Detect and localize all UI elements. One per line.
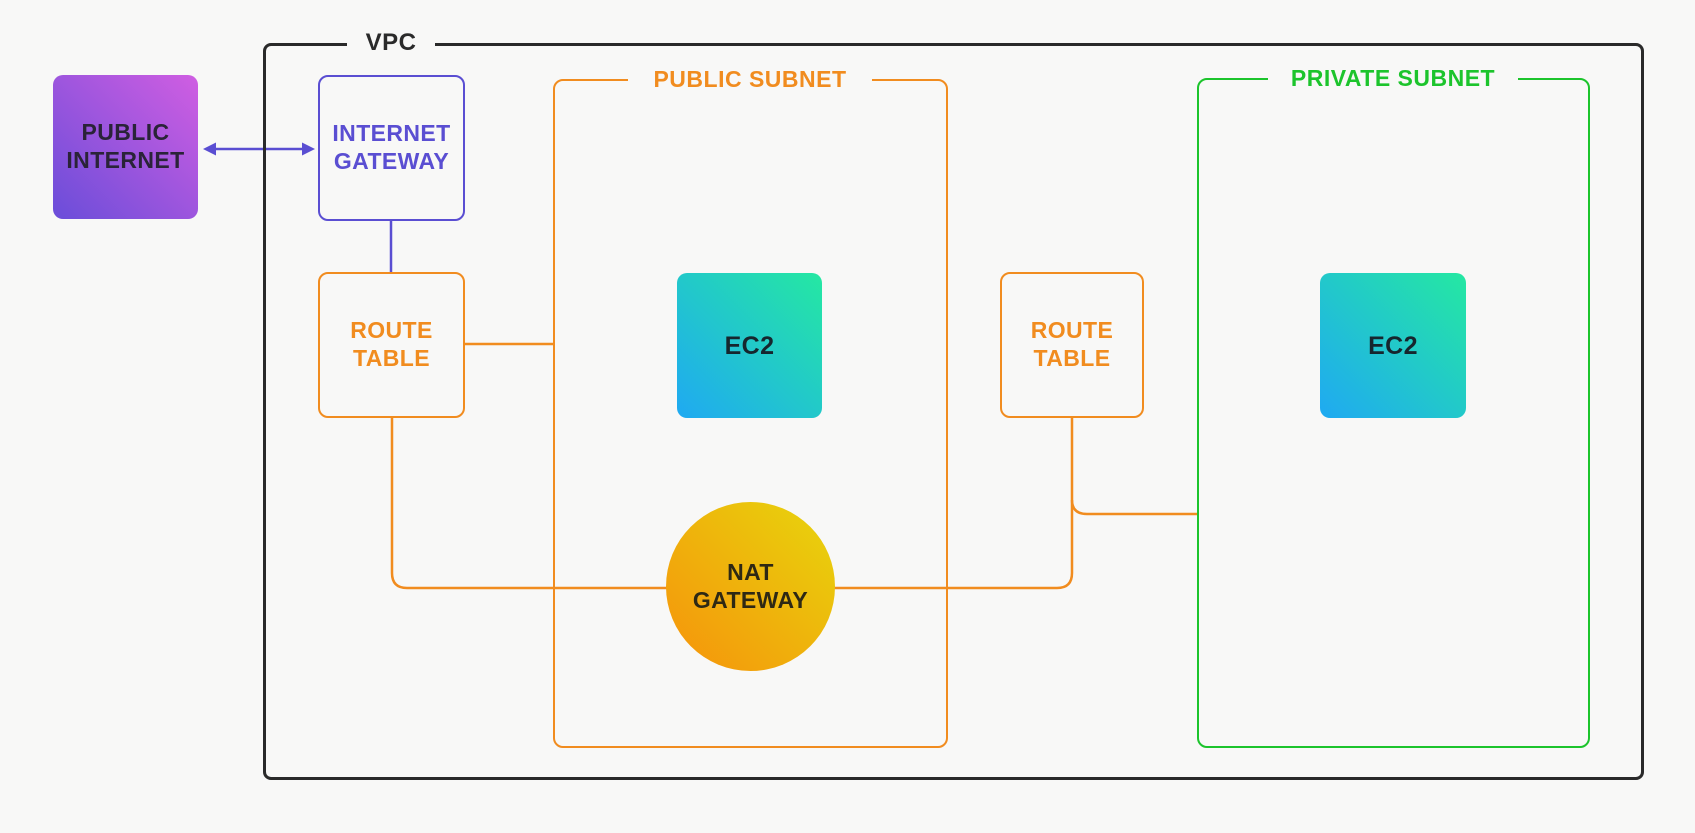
public-subnet-label: PUBLIC SUBNET: [628, 64, 872, 94]
ec2-private-node: EC2: [1320, 273, 1466, 418]
public-internet-label: PUBLIC INTERNET: [66, 119, 185, 173]
internet-gateway-label: INTERNET GATEWAY: [332, 120, 451, 174]
route-table-to-private-subnet-connector: [1070, 499, 1197, 516]
internet-to-gateway-arrow: [203, 142, 315, 156]
nat-gateway-node: NAT GATEWAY: [666, 502, 835, 671]
internet-gateway-node: INTERNET GATEWAY: [318, 75, 465, 221]
private-subnet-label: PRIVATE SUBNET: [1268, 63, 1518, 93]
vpc-container: [263, 43, 1644, 780]
ec2-private-label: EC2: [1368, 331, 1418, 360]
public-internet-node: PUBLIC INTERNET: [53, 75, 198, 219]
route-table-private-label: ROUTE TABLE: [1030, 317, 1114, 371]
vpc-label: VPC: [347, 28, 435, 58]
arrowhead-left-icon: [203, 142, 216, 156]
ec2-public-node: EC2: [677, 273, 822, 418]
arrowhead-right-icon: [302, 142, 315, 156]
nat-gateway-label: NAT GATEWAY: [692, 558, 809, 613]
route-table-public-node: ROUTE TABLE: [318, 272, 465, 418]
ec2-public-label: EC2: [724, 331, 775, 360]
route-table-private-node: ROUTE TABLE: [1000, 272, 1144, 418]
route-table-public-label: ROUTE TABLE: [350, 317, 433, 371]
